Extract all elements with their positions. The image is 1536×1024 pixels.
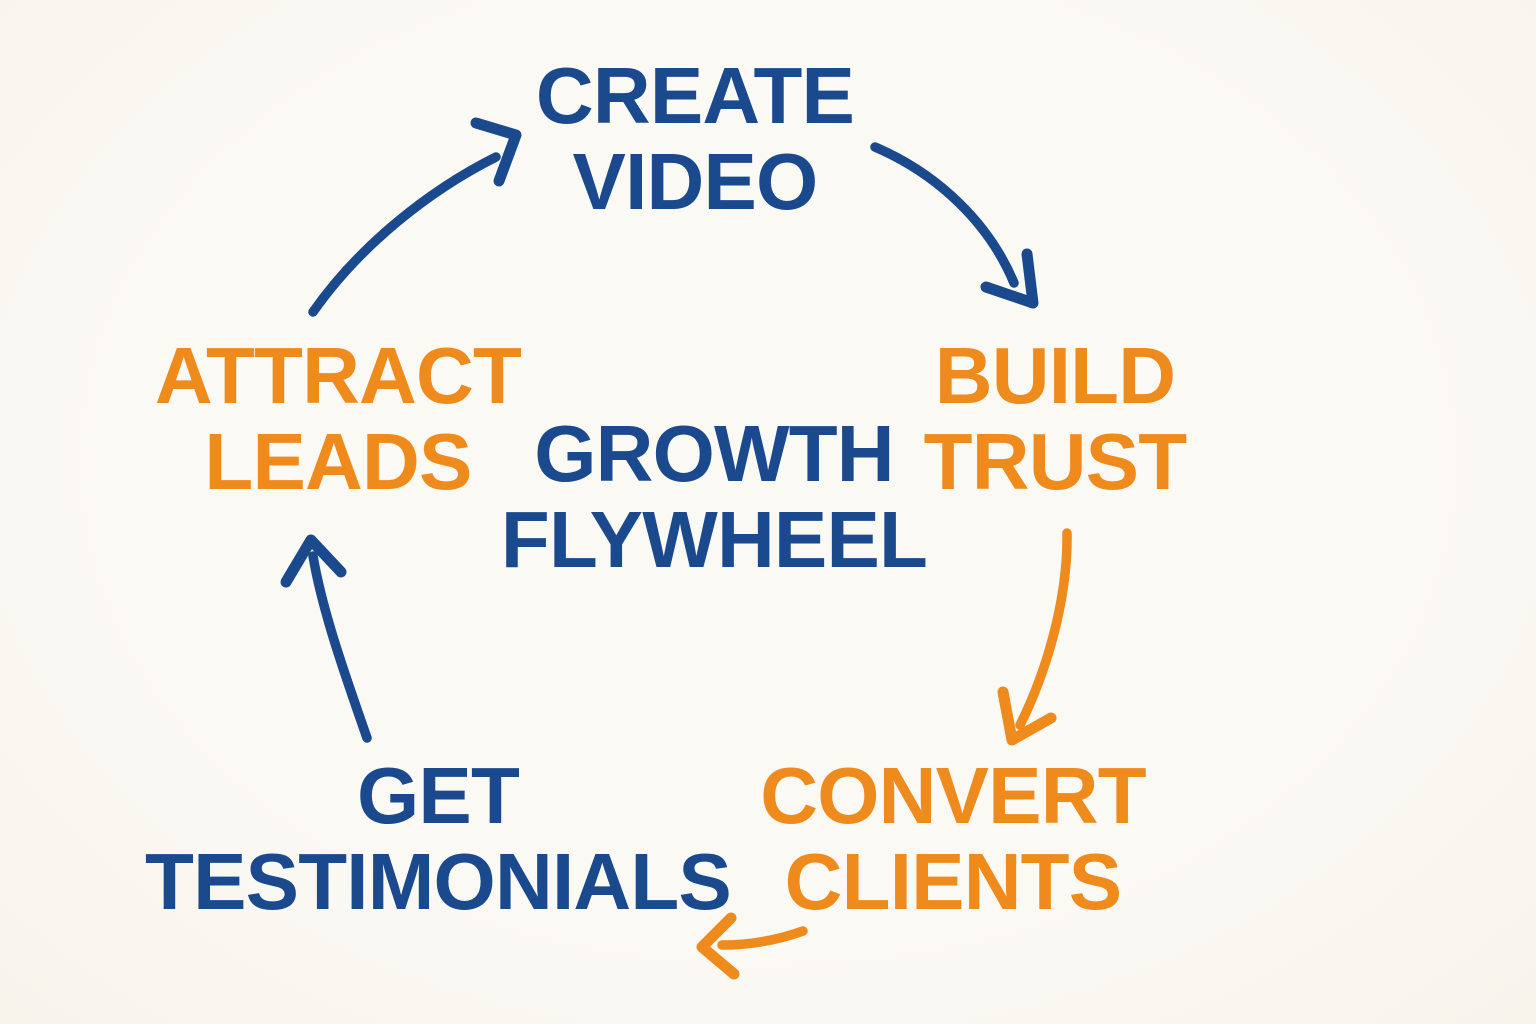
node-attract-leads-line2: LEADS <box>204 417 472 506</box>
node-build-trust-line2: TRUST <box>923 417 1187 506</box>
node-create-video-line1: CREATE <box>535 51 855 140</box>
node-attract-leads: ATTRACT LEADS <box>154 331 522 506</box>
node-attract-leads-line1: ATTRACT <box>154 331 522 420</box>
arrow-shaft <box>870 142 1019 288</box>
node-convert-clients-line1: CONVERT <box>760 751 1146 840</box>
arrow-head-icon <box>980 248 1039 309</box>
arrow-shaft <box>308 551 372 743</box>
arrow-create-video-to-build-trust <box>870 142 1039 309</box>
arrow-shaft <box>717 926 808 950</box>
arrow-get-testimonials-to-attract-leads <box>280 534 372 743</box>
hub-title-line1: GROWTH <box>534 409 894 498</box>
node-build-trust: BUILD TRUST <box>924 333 1187 505</box>
arrow-build-trust-to-convert-clients <box>997 528 1072 746</box>
arrow-head-icon <box>696 912 740 980</box>
arrow-head-icon <box>280 534 347 588</box>
node-convert-clients-line2: CLIENTS <box>784 837 1122 926</box>
node-get-testimonials-line2: TESTIMONIALS <box>145 837 732 926</box>
node-create-video: CREATE VIDEO <box>535 51 855 226</box>
node-build-trust-line1: BUILD <box>934 331 1176 420</box>
arrow-head-icon <box>997 686 1057 746</box>
node-convert-clients: CONVERT CLIENTS <box>760 753 1146 925</box>
arrow-convert-clients-to-get-testimonials <box>696 912 808 980</box>
arrow-attract-leads-to-create-video <box>308 117 522 317</box>
arrow-shaft <box>1015 528 1072 730</box>
node-get-testimonials: GET TESTIMONIALS <box>145 751 732 926</box>
arrow-shaft <box>308 152 501 317</box>
node-create-video-line2: VIDEO <box>572 137 819 226</box>
hub-title: GROWTH FLYWHEEL <box>500 409 928 584</box>
node-get-testimonials-line1: GET <box>356 751 520 840</box>
arrow-head-icon <box>470 117 522 187</box>
hub-title-line2: FLYWHEEL <box>500 495 928 584</box>
